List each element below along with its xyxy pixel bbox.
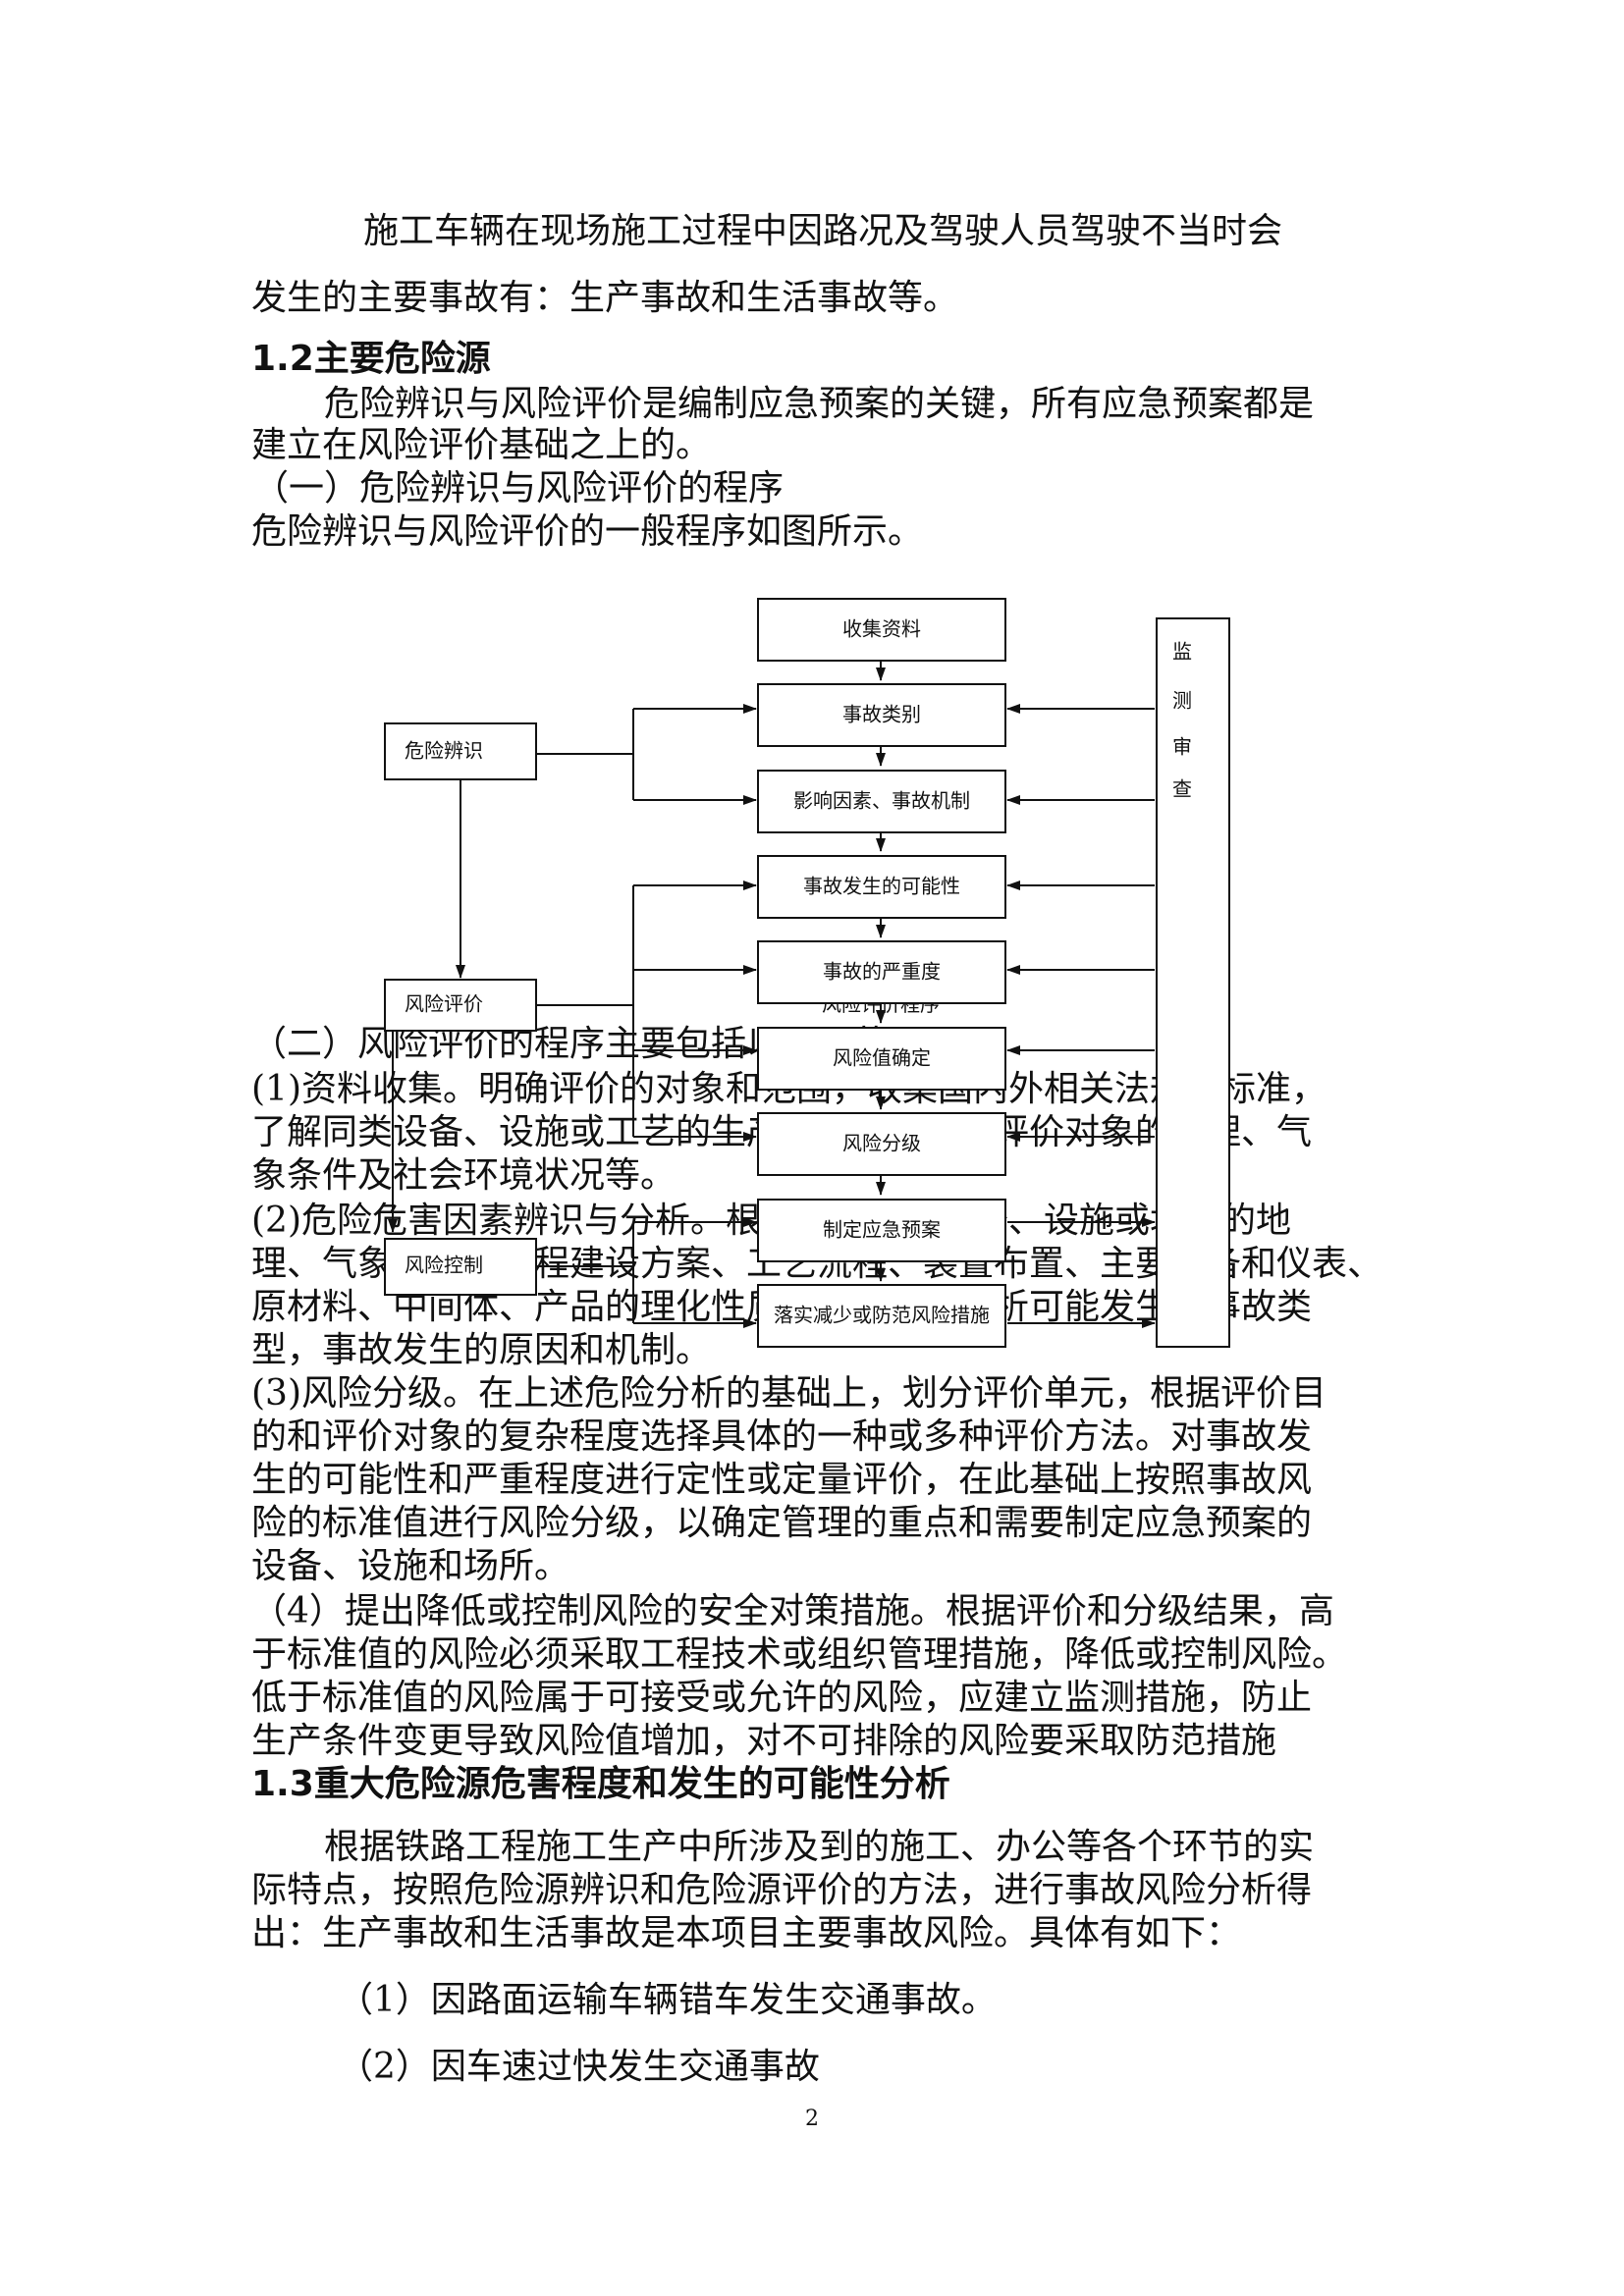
paragraph-line: 生的可能性和严重程度进行定性或定量评价，在此基础上按照事故风 bbox=[251, 1460, 1313, 1500]
monitor-char: 审 bbox=[1172, 735, 1192, 759]
step-box-severity: 事故的严重度 bbox=[757, 940, 1006, 1004]
paragraph-line: 于标准值的风险必须采取工程技术或组织管理措施，降低或控制风险。 bbox=[251, 1634, 1348, 1675]
step-box-risk-grading: 风险分级 bbox=[757, 1112, 1006, 1176]
step-label: 事故类别 bbox=[842, 703, 921, 726]
step-label: 收集资料 bbox=[842, 617, 921, 641]
paragraph-line: 象条件及社会环境状况等。 bbox=[251, 1155, 677, 1196]
paragraph-line: 危险辨识与风险评价是编制应急预案的关键，所有应急预案都是 bbox=[324, 384, 1315, 424]
paragraph-line: 建立在风险评价基础之上的。 bbox=[251, 425, 712, 465]
monitor-char: 监 bbox=[1172, 640, 1192, 664]
monitoring-review-box: 监 测 审 查 bbox=[1156, 617, 1230, 1348]
paragraph-line: （4）提出降低或控制风险的安全对策措施。根据评价和分级结果，高 bbox=[251, 1591, 1334, 1631]
step-box-factors: 影响因素、事故机制 bbox=[757, 770, 1006, 833]
paragraph-line: 出：生产事故和生活事故是本项目主要事故风险。具体有如下： bbox=[251, 1913, 1242, 1953]
hazard-identification-box: 危险辨识 bbox=[384, 722, 537, 780]
paragraph-line: 设备、设施和场所。 bbox=[251, 1546, 570, 1586]
paragraph-line: 的和评价对象的复杂程度选择具体的一种或多种评价方法。对事故发 bbox=[251, 1416, 1313, 1457]
step-box-emergency-plan: 制定应急预案 bbox=[757, 1199, 1006, 1262]
paragraph-line: 型，事故发生的原因和机制。 bbox=[251, 1330, 712, 1370]
paragraph-line: 险的标准值进行风险分级，以确定管理的重点和需要制定应急预案的 bbox=[251, 1503, 1313, 1543]
connector-lines bbox=[388, 661, 1156, 1328]
step-label: 风险值确定 bbox=[833, 1046, 931, 1070]
box-label: 危险辨识 bbox=[405, 739, 483, 763]
risk-evaluation-box: 风险评价 bbox=[384, 979, 537, 1032]
monitor-char: 测 bbox=[1172, 689, 1192, 713]
section-heading: 1.3重大危险源危害程度和发生的可能性分析 bbox=[251, 1764, 950, 1804]
list-item: （1）因路面运输车辆错车发生交通事故。 bbox=[338, 1980, 997, 2020]
subheading: （一）危险辨识与风险评价的程序 bbox=[253, 468, 785, 508]
paragraph-line: (3)风险分级。在上述危险分析的基础上，划分评价单元，根据评价目 bbox=[251, 1373, 1326, 1414]
risk-control-box: 风险控制 bbox=[384, 1238, 537, 1296]
step-label: 风险分级 bbox=[842, 1132, 921, 1155]
paragraph-line: 施工车辆在现场施工过程中因路况及驾驶人员驾驶不当时会 bbox=[363, 211, 1283, 251]
paragraph-line: 发生的主要事故有：生产事故和生活事故等。 bbox=[251, 278, 959, 318]
step-label: 事故的严重度 bbox=[823, 960, 941, 984]
paragraph-line: 际特点，按照危险源辨识和危险源评价的方法，进行事故风险分析得 bbox=[251, 1870, 1313, 1910]
list-item: （2）因车速过快发生交通事故 bbox=[338, 2047, 820, 2087]
paragraph-line: 低于标准值的风险属于可接受或允许的风险，应建立监测措施，防止 bbox=[251, 1678, 1313, 1718]
step-label: 影响因素、事故机制 bbox=[793, 789, 970, 813]
step-box-likelihood: 事故发生的可能性 bbox=[757, 855, 1006, 919]
step-box-collect: 收集资料 bbox=[757, 598, 1006, 662]
paragraph-line: 根据铁路工程施工生产中所涉及到的施工、办公等各个环节的实 bbox=[324, 1827, 1315, 1867]
step-label: 事故发生的可能性 bbox=[803, 875, 960, 898]
box-label: 风险评价 bbox=[405, 992, 483, 1016]
box-label: 风险控制 bbox=[405, 1254, 483, 1277]
paragraph-line: 危险辨识与风险评价的一般程序如图所示。 bbox=[251, 511, 924, 552]
step-box-measures: 落实减少或防范风险措施 bbox=[757, 1284, 1006, 1348]
monitor-char: 查 bbox=[1172, 777, 1192, 801]
step-box-accident-type: 事故类别 bbox=[757, 683, 1006, 747]
page-number: 2 bbox=[805, 2107, 819, 2131]
section-heading: 1.2主要危险源 bbox=[251, 339, 491, 379]
step-label: 制定应急预案 bbox=[823, 1218, 941, 1242]
step-box-risk-value: 风险值确定 bbox=[757, 1027, 1006, 1091]
paragraph-line: 生产条件变更导致风险值增加，对不可排除的风险要采取防范措施 bbox=[251, 1721, 1277, 1761]
step-label: 落实减少或防范风险措施 bbox=[774, 1304, 990, 1327]
